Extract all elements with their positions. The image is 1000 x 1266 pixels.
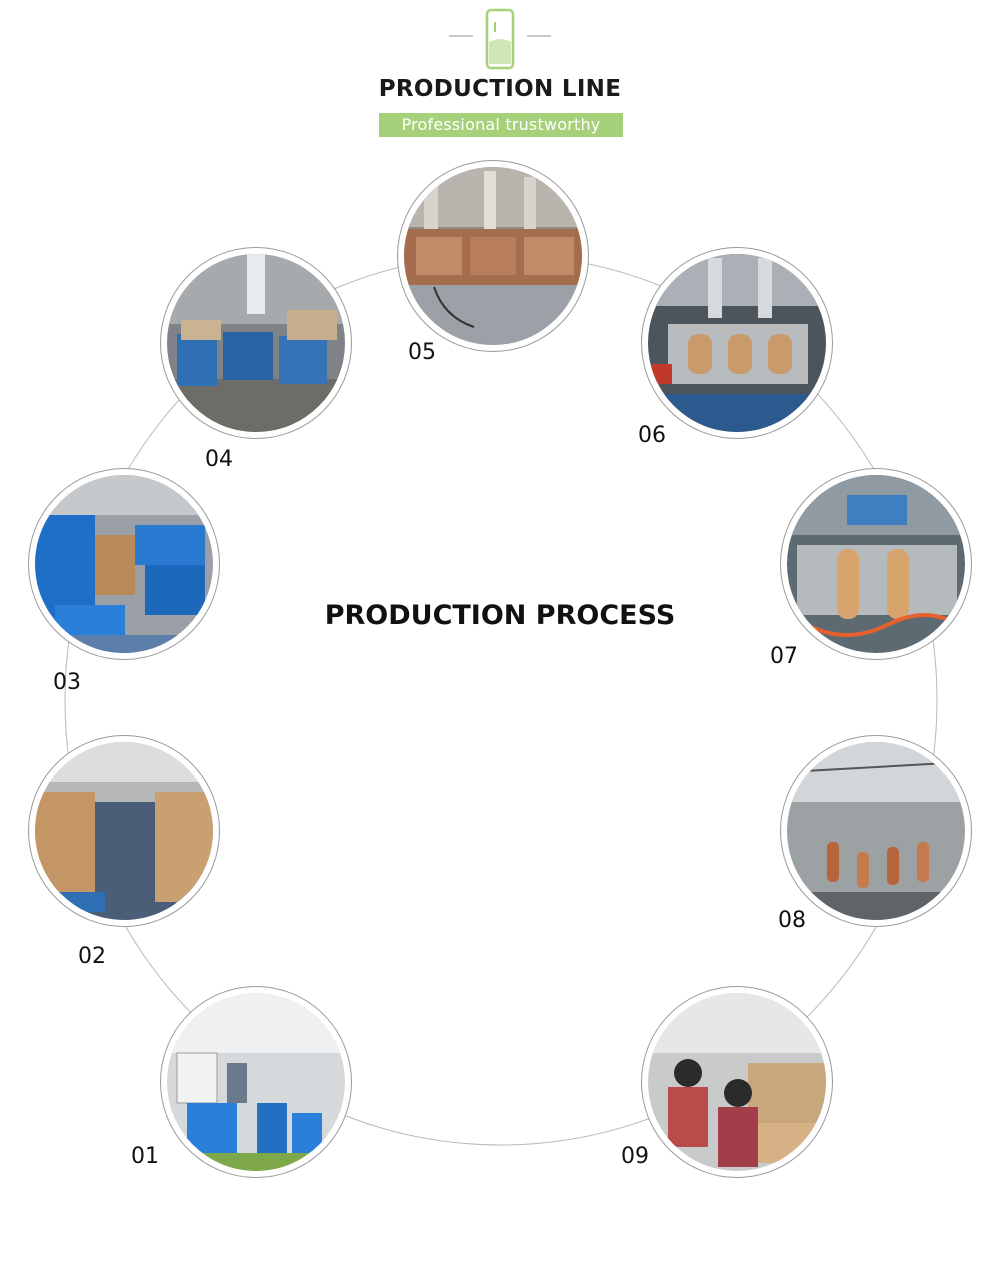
step-photo-06 (641, 247, 833, 439)
machine-photo-07 (787, 475, 965, 653)
header-subtitle: Professional trustworthy (379, 113, 623, 137)
step-photo-07 (780, 468, 972, 660)
workshop-photo-01 (167, 993, 345, 1171)
step-photo-02 (28, 735, 220, 927)
step-label-09: 09 (621, 1144, 649, 1169)
step-photo-09 (641, 986, 833, 1178)
step-label-08: 08 (778, 908, 806, 933)
machine-photo-06 (648, 254, 826, 432)
step-label-04: 04 (205, 447, 233, 472)
warehouse-photo-02 (35, 742, 213, 920)
step-label-01: 01 (131, 1144, 159, 1169)
warehouse-photo-04 (167, 254, 345, 432)
step-label-07: 07 (770, 644, 798, 669)
step-photo-05 (397, 160, 589, 352)
drying-line-photo-08 (787, 742, 965, 920)
step-photo-08 (780, 735, 972, 927)
machine-photo-05 (404, 167, 582, 345)
step-label-06: 06 (638, 423, 666, 448)
header-title: PRODUCTION LINE (378, 76, 622, 102)
step-label-05: 05 (408, 340, 436, 365)
bottle-icon (449, 8, 551, 70)
step-photo-01 (160, 986, 352, 1178)
warehouse-photo-03 (35, 475, 213, 653)
step-label-03: 03 (53, 670, 81, 695)
step-label-02: 02 (78, 944, 106, 969)
packing-photo-09 (648, 993, 826, 1171)
step-photo-03 (28, 468, 220, 660)
step-photo-04 (160, 247, 352, 439)
process-title: PRODUCTION PROCESS (324, 600, 676, 631)
